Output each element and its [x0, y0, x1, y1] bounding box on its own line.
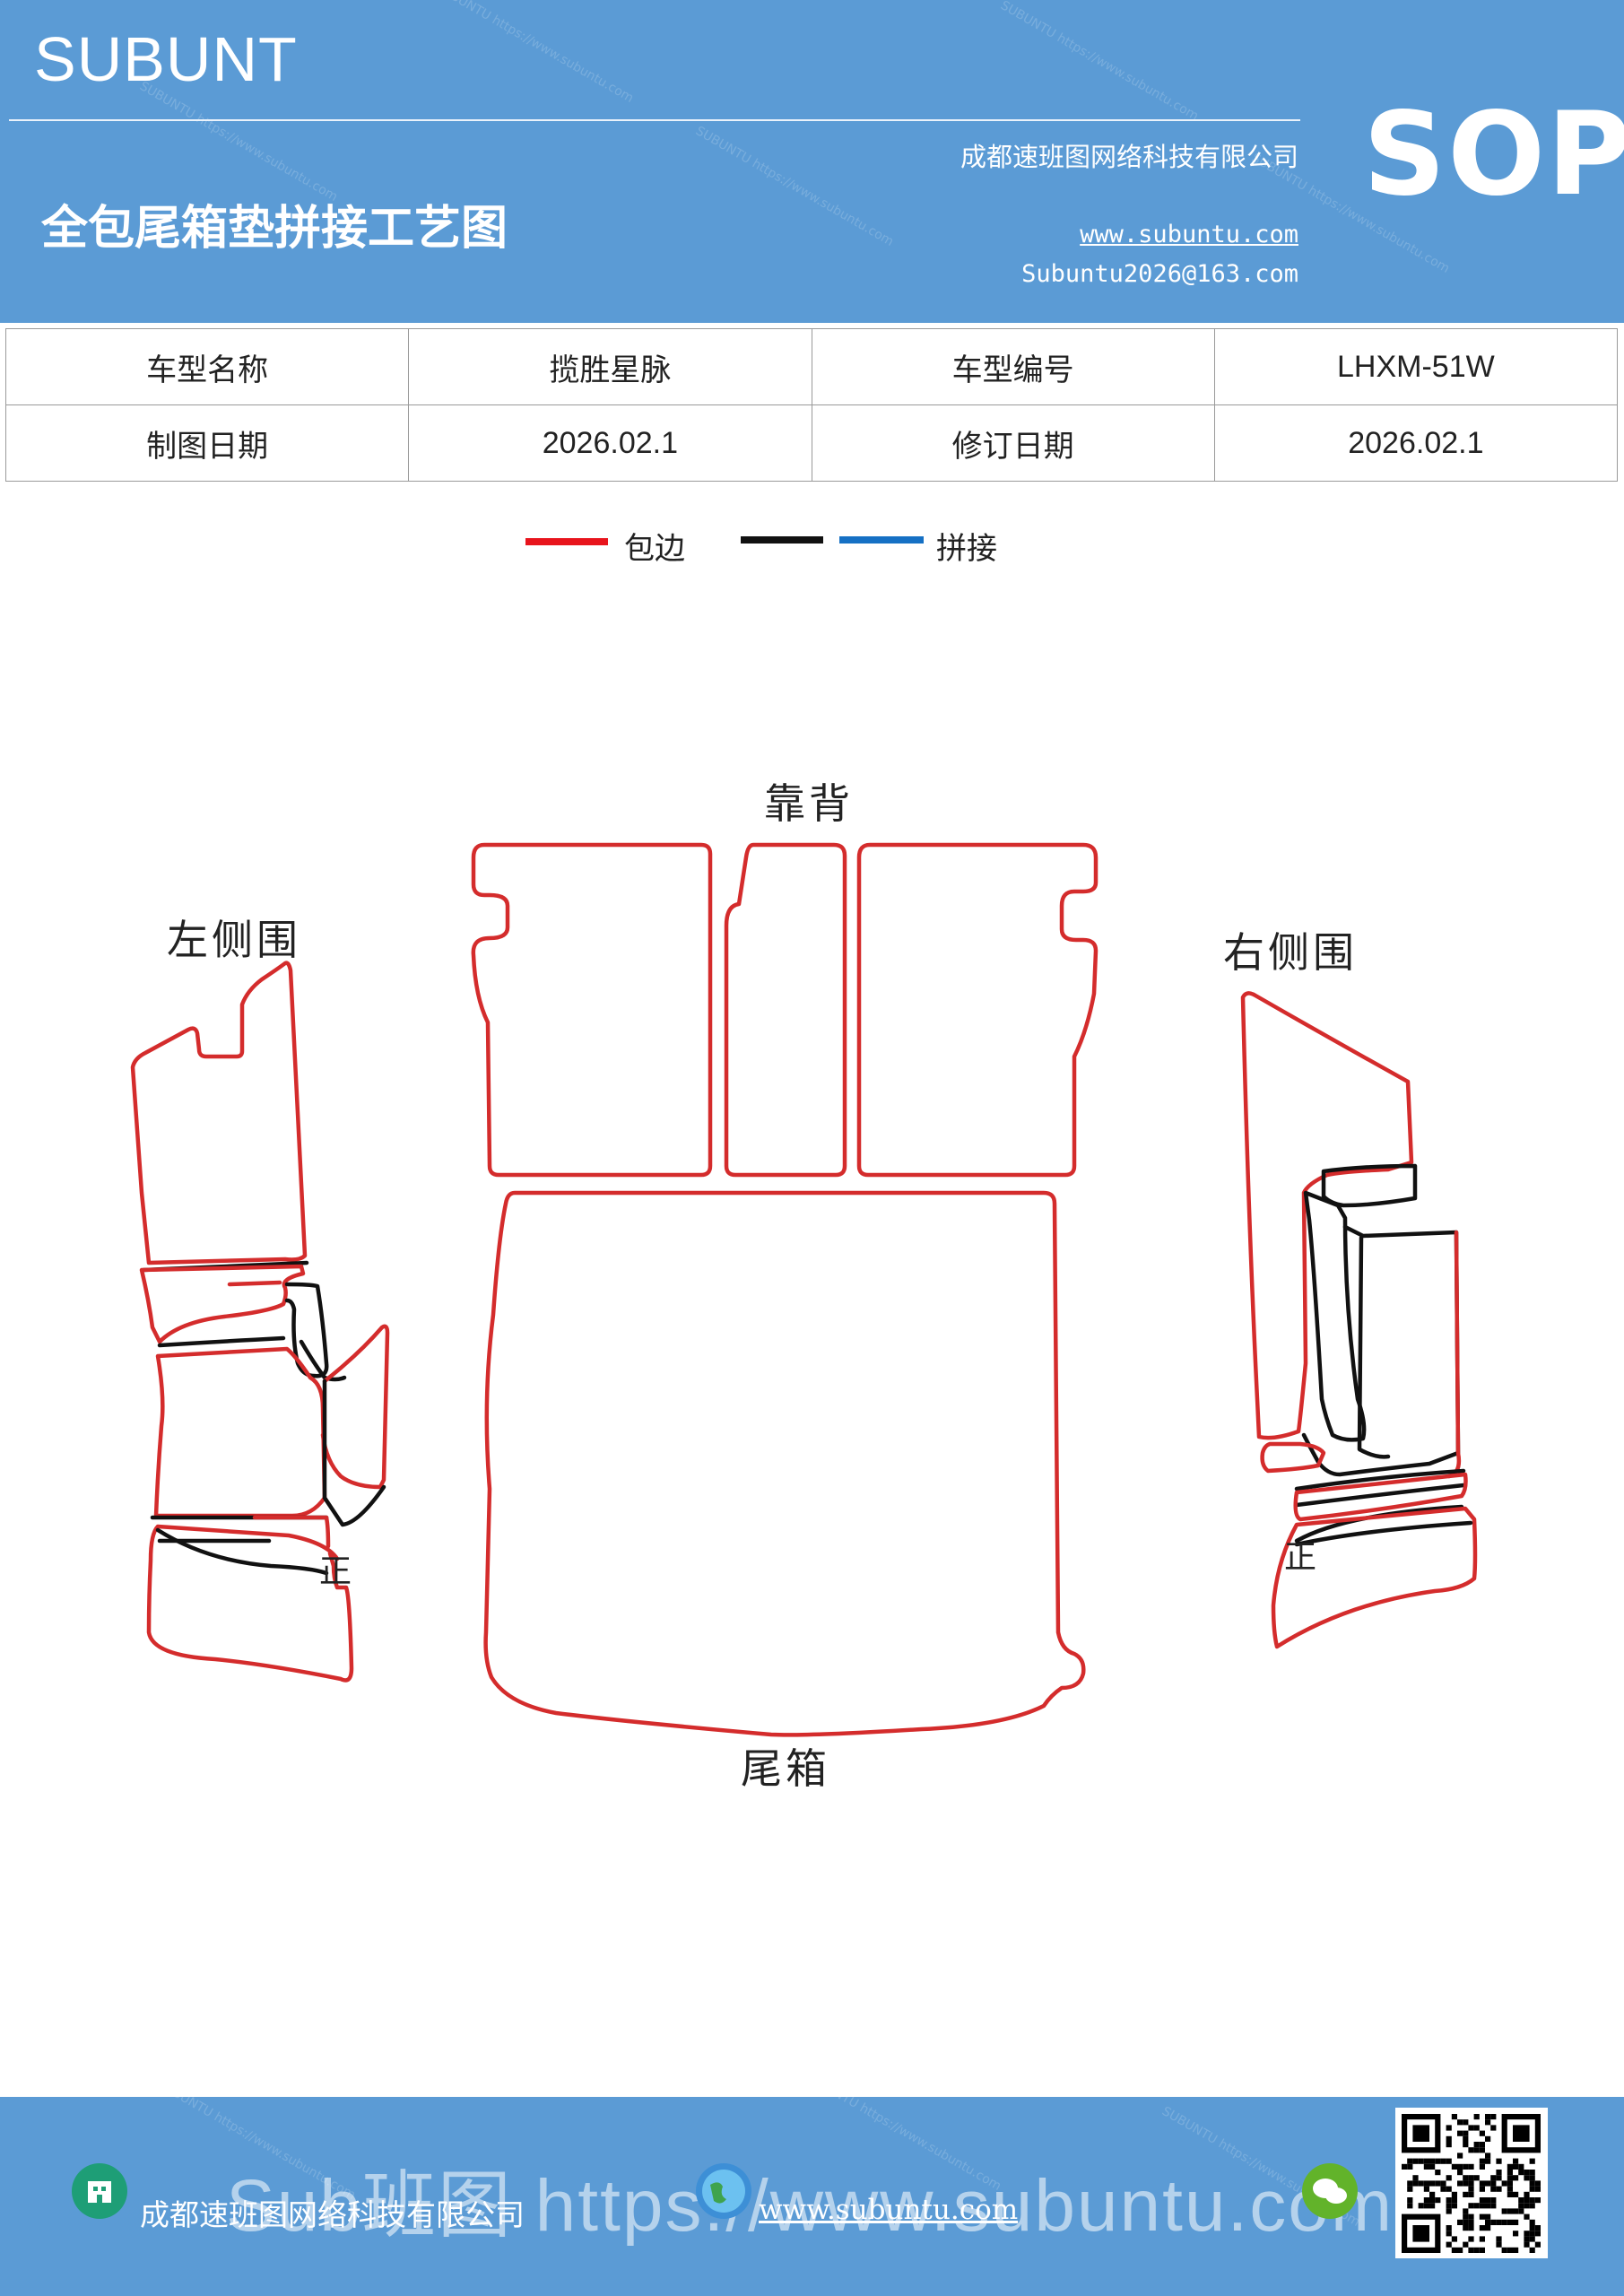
legend-swatch-black: [741, 536, 823, 544]
legend-swatch-edge: [525, 538, 608, 545]
legend-swatch-seam: [839, 536, 924, 544]
table-cell: 制图日期: [4, 404, 410, 482]
right-side-seam-5: [1294, 1483, 1466, 1508]
company-building-icon: [72, 2163, 127, 2219]
diagram-svg: 正 正: [130, 842, 1478, 1737]
backrest-panel-left: [471, 842, 713, 1178]
table-cell: 修订日期: [811, 404, 1215, 482]
sop-badge: SOP: [1363, 88, 1624, 222]
watermark: SUBUNTU https://www.subuntu.com: [432, 0, 637, 106]
vehicle-info-table: 车型名称 揽胜星脉 车型编号 LHXM-51W 制图日期 2026.02.1 修…: [4, 328, 1619, 482]
qr-code: [1395, 2108, 1548, 2258]
table-cell: 车型编号: [811, 328, 1215, 405]
website-link[interactable]: www.subuntu.com: [1080, 221, 1298, 248]
table-cell: 2026.02.1: [1213, 404, 1619, 482]
right-side-seam-2: [1303, 1190, 1367, 1442]
left-side-label: 左侧围: [167, 916, 301, 964]
front-mark-right: 正: [1284, 1539, 1316, 1576]
header-banner: SUBUNTU https://www.subuntu.com SUBUNTU …: [0, 0, 1624, 323]
legend-label-edge: 包边: [624, 531, 685, 567]
mat-splice-diagram: 靠背 左侧围 右侧围 尾箱: [0, 771, 1624, 1830]
right-side-seam-4: [1294, 1468, 1466, 1492]
table-cell: LHXM-51W: [1213, 328, 1619, 405]
footer-website-link[interactable]: www.subuntu.com: [759, 2194, 1019, 2226]
watermark: SUBUNTU https://www.subuntu.com: [692, 124, 897, 249]
legend: 包边 拼接: [0, 524, 1624, 569]
right-side-small-block: [1260, 1441, 1326, 1474]
left-side-mid-panel: [139, 1264, 306, 1344]
right-side-bottom-panel: [1271, 1506, 1478, 1649]
footer-company-name: 成都速班图网络科技有限公司: [140, 2197, 525, 2232]
left-side-seam-2: [157, 1335, 286, 1348]
right-side-label: 右侧围: [1223, 928, 1358, 977]
right-side-right-edge: [1446, 1230, 1462, 1479]
wechat-icon: [1302, 2163, 1358, 2219]
left-side-seam-3: [299, 1339, 347, 1382]
left-side-red-strip-2: [252, 1515, 331, 1549]
left-side-wing: [320, 1324, 390, 1490]
left-side-lower-panel: [153, 1346, 327, 1518]
company-name: 成都速班图网络科技有限公司: [960, 142, 1298, 172]
trunk-label: 尾箱: [741, 1744, 830, 1793]
left-side-seam-5: [155, 1527, 329, 1576]
document-title: 全包尾箱垫拼接工艺图: [41, 201, 508, 256]
backrest-panel-center: [724, 842, 847, 1178]
trunk-floor-panel: [483, 1190, 1086, 1737]
left-side-wing-seam: [322, 1378, 386, 1527]
right-side-inner: [1357, 1235, 1391, 1459]
right-side-upper-panel: [1240, 991, 1414, 1440]
right-side-seam-7: [1294, 1520, 1473, 1547]
left-side-upper-panel: [130, 961, 308, 1265]
left-side-insert-1: [284, 1282, 329, 1378]
backrest-panel-right: [856, 842, 1099, 1178]
table-row: 制图日期 2026.02.1 修订日期 2026.02.1: [4, 404, 1619, 482]
brand-name: SUBUNT: [34, 24, 298, 94]
table-cell: 车型名称: [4, 328, 410, 405]
backrest-label: 靠背: [764, 779, 854, 828]
right-side-lower-band: [1293, 1472, 1468, 1522]
front-mark-left: 正: [319, 1553, 352, 1590]
footer-banner: SUBUNTU https://www.subuntu.com SUBUNTU …: [0, 2097, 1624, 2296]
table-row: 车型名称 揽胜星脉 车型编号 LHXM-51W: [4, 328, 1619, 405]
email-address[interactable]: Subuntu2026@163.com: [1021, 260, 1298, 288]
table-cell: 2026.02.1: [408, 404, 812, 482]
header-divider: [9, 119, 1300, 121]
watermark: SUBUNTU https://www.subuntu.com: [997, 0, 1202, 124]
legend-label-seam: 拼接: [936, 531, 997, 567]
globe-icon: [696, 2163, 751, 2219]
left-side-bottom-panel: [146, 1524, 354, 1683]
left-side-red-strip: [227, 1280, 282, 1287]
right-side-seam-3: [1301, 1224, 1461, 1477]
table-cell: 揽胜星脉: [408, 328, 812, 405]
watermark: SUBUNTU https://www.subuntu.com: [136, 79, 341, 204]
footer-watermark-text: Sub班图 https://www.subuntu.com: [226, 2165, 1394, 2247]
